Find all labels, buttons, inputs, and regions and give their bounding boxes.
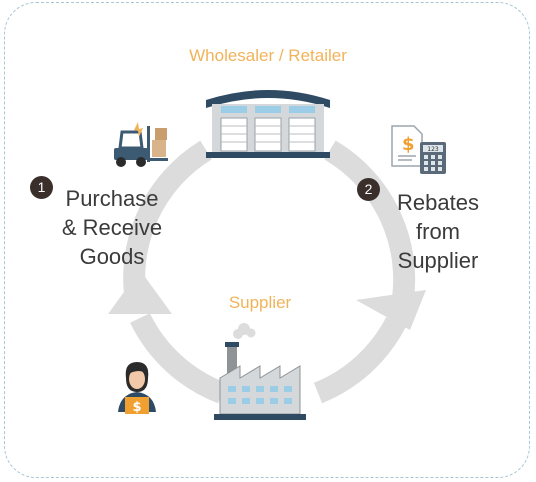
step-1-text: Purchase & Receive Goods	[52, 184, 172, 271]
step-1-badge: 1	[30, 176, 53, 199]
step-2-badge: 2	[357, 178, 380, 201]
cycle-arrows	[108, 140, 426, 404]
step-1-line-2: & Receive	[61, 215, 163, 240]
warehouse-icon	[206, 90, 330, 158]
forklift-icon	[114, 122, 168, 167]
person-payment-icon: $	[118, 362, 156, 415]
step-2-line-1: Rebates	[397, 190, 479, 215]
arrowhead-down-right	[356, 290, 426, 330]
invoice-calculator-icon: $ 123	[391, 125, 446, 174]
supplier-label: Supplier	[228, 293, 292, 312]
right-arc	[324, 140, 416, 313]
bottom-right-arc	[313, 316, 406, 404]
step-1-line-1: Purchase	[65, 186, 159, 211]
step-2-line-2: from	[416, 219, 460, 244]
step-1-line-3: Goods	[79, 244, 145, 269]
step-2-text: Rebates from Supplier	[378, 188, 498, 275]
calculator-display: 123	[427, 146, 439, 153]
arrowhead-up-left	[108, 270, 172, 314]
bottom-left-arc	[130, 312, 227, 404]
step-2-line-3: Supplier	[397, 248, 479, 273]
svg-text:$: $	[402, 134, 415, 155]
wholesaler-retailer-label: Wholesaler / Retailer	[189, 46, 347, 65]
svg-text:$: $	[132, 400, 141, 415]
factory-icon	[214, 323, 306, 420]
